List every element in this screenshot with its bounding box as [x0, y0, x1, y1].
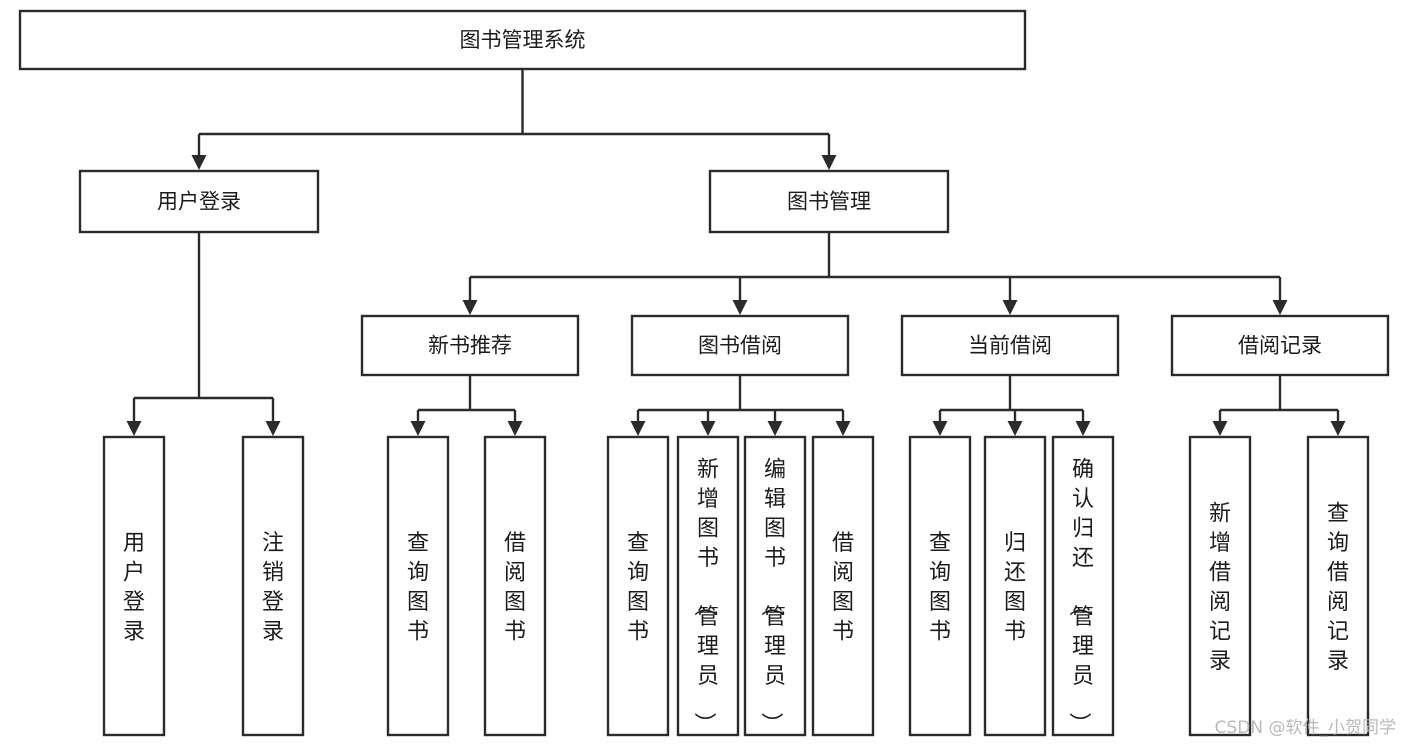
node-leaf-confirm-return[interactable]: 确认归还（管理员） — [1051, 435, 1115, 737]
arrow-icon-leaf-logout — [265, 421, 281, 436]
node-label-leaf-query-book-2: 查询图书 — [627, 531, 649, 645]
node-label-leaf-confirm-return: 确认归还（管理员） — [1066, 457, 1094, 734]
node-label-leaf-borrow-book-2: 借阅图书 — [832, 531, 854, 645]
node-box-leaf-user-login — [102, 435, 166, 737]
arrow-icon-leaf-edit-book — [767, 421, 783, 436]
node-box-current-borrow — [900, 314, 1120, 377]
node-new-book-rec[interactable]: 新书推荐 — [360, 314, 580, 377]
arrow-icon-leaf-borrow-book-2 — [835, 421, 851, 436]
node-box-leaf-query-record — [1306, 435, 1370, 737]
arrow-icon-user-login — [191, 155, 207, 170]
node-label-user-login: 用户登录 — [157, 190, 241, 214]
node-box-leaf-borrow-book-1 — [483, 435, 547, 737]
node-leaf-borrow-book-1[interactable]: 借阅图书 — [483, 435, 547, 737]
arrow-icon-leaf-add-record — [1212, 421, 1228, 436]
node-label-leaf-borrow-book-1: 借阅图书 — [504, 531, 526, 645]
arrow-icon-leaf-confirm-return — [1075, 421, 1091, 436]
node-leaf-edit-book[interactable]: 编辑图书（管理员） — [743, 435, 807, 737]
arrow-icon-borrow-record — [1272, 300, 1288, 315]
node-box-root — [18, 9, 1027, 71]
node-borrow-record[interactable]: 借阅记录 — [1170, 314, 1390, 377]
arrow-icon-leaf-query-record — [1330, 421, 1346, 436]
node-leaf-add-record[interactable]: 新增借阅记录 — [1188, 435, 1252, 737]
node-box-leaf-return-book — [983, 435, 1047, 737]
node-box-leaf-query-book-1 — [386, 435, 450, 737]
arrow-icon-book-borrow — [732, 300, 748, 315]
node-box-book-borrow — [630, 314, 850, 377]
node-label-borrow-record: 借阅记录 — [1238, 334, 1322, 358]
arrow-icon-leaf-user-login — [126, 421, 142, 436]
node-box-leaf-query-book-3 — [908, 435, 972, 737]
node-box-leaf-add-book — [676, 435, 740, 737]
node-label-leaf-user-login: 用户登录 — [123, 531, 145, 645]
node-box-leaf-borrow-book-2 — [811, 435, 875, 737]
node-box-leaf-query-book-2 — [606, 435, 670, 737]
node-box-leaf-logout — [241, 435, 305, 737]
node-leaf-borrow-book-2[interactable]: 借阅图书 — [811, 435, 875, 737]
node-leaf-query-book-3[interactable]: 查询图书 — [908, 435, 972, 737]
node-box-borrow-record — [1170, 314, 1390, 377]
csdn-watermark: CSDN @软件_小贺同学 — [1215, 718, 1396, 738]
node-label-leaf-add-record: 新增借阅记录 — [1209, 502, 1231, 675]
node-leaf-add-book[interactable]: 新增图书（管理员） — [676, 435, 740, 737]
node-label-leaf-query-book-1: 查询图书 — [407, 531, 429, 645]
arrow-icon-leaf-return-book — [1007, 421, 1023, 436]
node-root[interactable]: 图书管理系统 — [18, 9, 1027, 71]
arrow-icon-leaf-query-book-1 — [410, 421, 426, 436]
node-leaf-user-login[interactable]: 用户登录 — [102, 435, 166, 737]
node-label-root: 图书管理系统 — [460, 28, 586, 52]
arrow-icon-leaf-query-book-2 — [630, 421, 646, 436]
node-leaf-query-book-2[interactable]: 查询图书 — [606, 435, 670, 737]
arrow-icon-current-borrow — [1002, 300, 1018, 315]
node-box-new-book-rec — [360, 314, 580, 377]
node-leaf-query-book-1[interactable]: 查询图书 — [386, 435, 450, 737]
arrow-icon-leaf-borrow-book-1 — [507, 421, 523, 436]
node-leaf-logout[interactable]: 注销登录 — [241, 435, 305, 737]
node-user-login[interactable]: 用户登录 — [78, 169, 320, 234]
arrow-icon-book-manage — [821, 155, 837, 170]
node-box-user-login — [78, 169, 320, 234]
node-box-leaf-edit-book — [743, 435, 807, 737]
node-leaf-query-record[interactable]: 查询借阅记录 — [1306, 435, 1370, 737]
node-label-leaf-add-book: 新增图书（管理员） — [691, 457, 719, 734]
arrow-icon-leaf-add-book — [700, 421, 716, 436]
node-label-leaf-query-book-3: 查询图书 — [929, 531, 951, 645]
arrow-icon-leaf-query-book-3 — [932, 421, 948, 436]
node-box-book-manage — [708, 169, 950, 234]
node-book-manage[interactable]: 图书管理 — [708, 169, 950, 234]
node-current-borrow[interactable]: 当前借阅 — [900, 314, 1120, 377]
node-layer: 图书管理系统用户登录图书管理新书推荐图书借阅当前借阅借阅记录用户登录注销登录查询… — [18, 9, 1390, 737]
node-label-leaf-query-record: 查询借阅记录 — [1327, 502, 1349, 675]
node-label-leaf-logout: 注销登录 — [262, 531, 284, 645]
node-box-leaf-add-record — [1188, 435, 1252, 737]
node-label-leaf-return-book: 归还图书 — [1004, 531, 1026, 645]
node-label-book-manage: 图书管理 — [787, 190, 871, 214]
node-label-new-book-rec: 新书推荐 — [428, 334, 512, 358]
node-label-book-borrow: 图书借阅 — [698, 334, 782, 358]
arrow-icon-new-book-rec — [462, 300, 478, 315]
node-label-current-borrow: 当前借阅 — [968, 334, 1052, 358]
node-leaf-return-book[interactable]: 归还图书 — [983, 435, 1047, 737]
node-label-leaf-edit-book: 编辑图书（管理员） — [758, 457, 786, 734]
connector-layer — [126, 69, 1346, 436]
node-box-leaf-confirm-return — [1051, 435, 1115, 737]
node-book-borrow[interactable]: 图书借阅 — [630, 314, 850, 377]
